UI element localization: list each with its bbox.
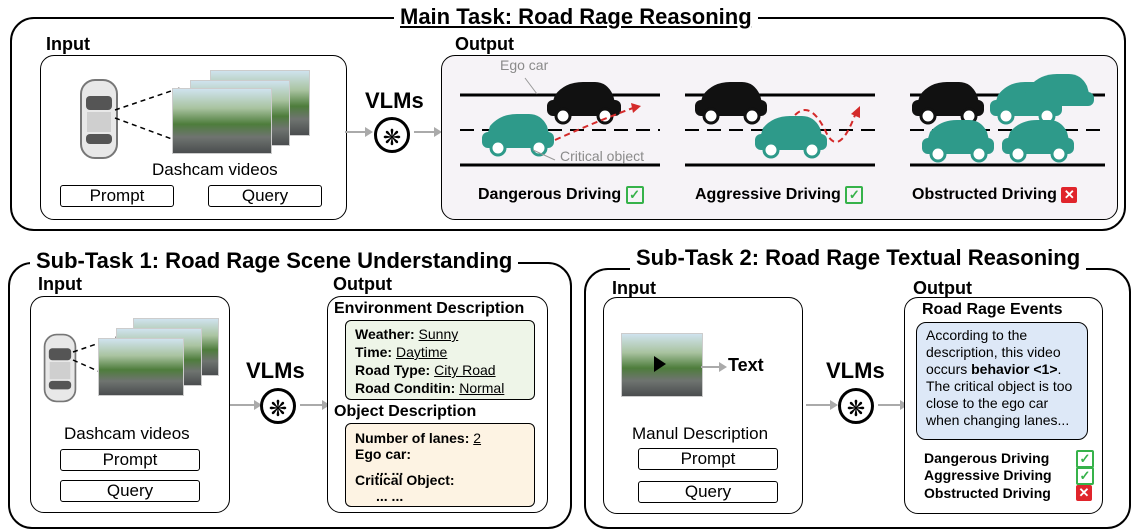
sub1-output-label: Output bbox=[333, 274, 392, 294]
text-label: Text bbox=[728, 355, 764, 375]
subtask2-title: Sub-Task 2: Road Rage Textual Reasoning bbox=[630, 245, 1087, 271]
ego-car-annotation: Ego car bbox=[500, 57, 549, 73]
weather-row: Weather: Sunny bbox=[355, 326, 459, 342]
sub2-input-label: Input bbox=[612, 278, 656, 298]
road-type-row: Road Type: City Road bbox=[355, 362, 496, 378]
camera-fov-lines bbox=[114, 87, 181, 143]
sub1-arrow-in bbox=[230, 400, 262, 410]
sub1-arrow-out bbox=[300, 400, 330, 410]
main-input-label: Input bbox=[46, 34, 90, 54]
sub2-output-label: Output bbox=[913, 278, 972, 298]
ego-car-row: Ego car: bbox=[355, 446, 412, 462]
main-arrow-out bbox=[414, 127, 442, 137]
dangerous-scene bbox=[460, 77, 660, 167]
ego-car-topview-icon bbox=[42, 332, 78, 404]
env-description-title: Environment Description bbox=[334, 300, 525, 317]
manual-description-caption: Manul Description bbox=[632, 424, 769, 443]
main-dashcam-caption: Dashcam videos bbox=[152, 160, 278, 179]
cross-icon: ✕ bbox=[1061, 186, 1078, 203]
time-row: Time: Daytime bbox=[355, 344, 448, 360]
openai-logo-icon: ❋ bbox=[260, 388, 296, 424]
critical-object-dots: ... ... bbox=[376, 488, 404, 504]
check-icon: ✓ bbox=[845, 186, 864, 204]
road-rage-events-title: Road Rage Events bbox=[922, 301, 1063, 318]
critical-object-annotation: Critical object bbox=[560, 148, 645, 164]
critical-object-car-icon bbox=[482, 114, 554, 157]
main-prompt-box: Prompt bbox=[60, 185, 174, 207]
aggressive-scene bbox=[685, 82, 875, 167]
obstructed-scene bbox=[910, 74, 1105, 167]
sub2-aggressive-label: Aggressive Driving bbox=[924, 467, 1052, 483]
main-vlms-label: VLMs bbox=[365, 88, 424, 113]
main-query-box: Query bbox=[208, 185, 322, 207]
dashcam-frame-1 bbox=[172, 88, 272, 154]
main-task-title: Main Task: Road Rage Reasoning bbox=[394, 4, 758, 30]
check-icon: ✓ bbox=[1076, 467, 1094, 485]
sub2-arrow-in bbox=[806, 400, 838, 410]
openai-logo-icon: ❋ bbox=[374, 117, 410, 153]
object-description-box bbox=[345, 423, 535, 507]
sub1-prompt-box: Prompt bbox=[60, 449, 200, 471]
sub1-vlms-label: VLMs bbox=[246, 358, 305, 383]
main-aggressive-label: Aggressive Driving ✓ bbox=[695, 186, 864, 204]
main-arrow-in bbox=[345, 127, 373, 137]
reasoning-text-box bbox=[916, 322, 1088, 440]
sub2-prompt-box: Prompt bbox=[638, 448, 778, 470]
critical-object-row: Critical Object: bbox=[355, 472, 455, 488]
dashcam-frame-1 bbox=[98, 338, 184, 396]
reasoning-text: According to the description, this video… bbox=[926, 327, 1073, 428]
lanes-row: Number of lanes: 2 bbox=[355, 430, 482, 446]
sub2-vlms-label: VLMs bbox=[826, 358, 885, 383]
sub1-query-box: Query bbox=[60, 480, 200, 502]
cross-icon: ✕ bbox=[1076, 485, 1092, 501]
check-icon: ✓ bbox=[625, 186, 644, 204]
main-output-label: Output bbox=[455, 34, 514, 54]
ego-car-topview-icon bbox=[78, 78, 120, 160]
sub2-query-box: Query bbox=[638, 481, 778, 503]
openai-logo-icon: ❋ bbox=[838, 388, 874, 424]
object-description-title: Object Description bbox=[334, 403, 477, 420]
ego-car-dots: ... ... bbox=[376, 462, 404, 478]
road-condition-row: Road Conditin: Normal bbox=[355, 380, 505, 396]
ego-car-icon bbox=[547, 82, 621, 125]
main-dangerous-label: Dangerous Driving ✓ bbox=[478, 186, 644, 204]
subtask1-title: Sub-Task 1: Road Rage Scene Understandin… bbox=[30, 248, 519, 274]
env-description-box bbox=[345, 320, 535, 400]
text-arrow bbox=[701, 362, 727, 372]
play-icon bbox=[654, 356, 666, 372]
sub2-obstructed-label: Obstructed Driving bbox=[924, 485, 1051, 501]
check-icon: ✓ bbox=[1076, 450, 1094, 468]
main-obstructed-label: Obstructed Driving ✕ bbox=[912, 186, 1078, 204]
sub1-dashcam-caption: Dashcam videos bbox=[64, 424, 190, 443]
sub1-input-label: Input bbox=[38, 274, 82, 294]
sub2-dangerous-label: Dangerous Driving bbox=[924, 450, 1050, 466]
